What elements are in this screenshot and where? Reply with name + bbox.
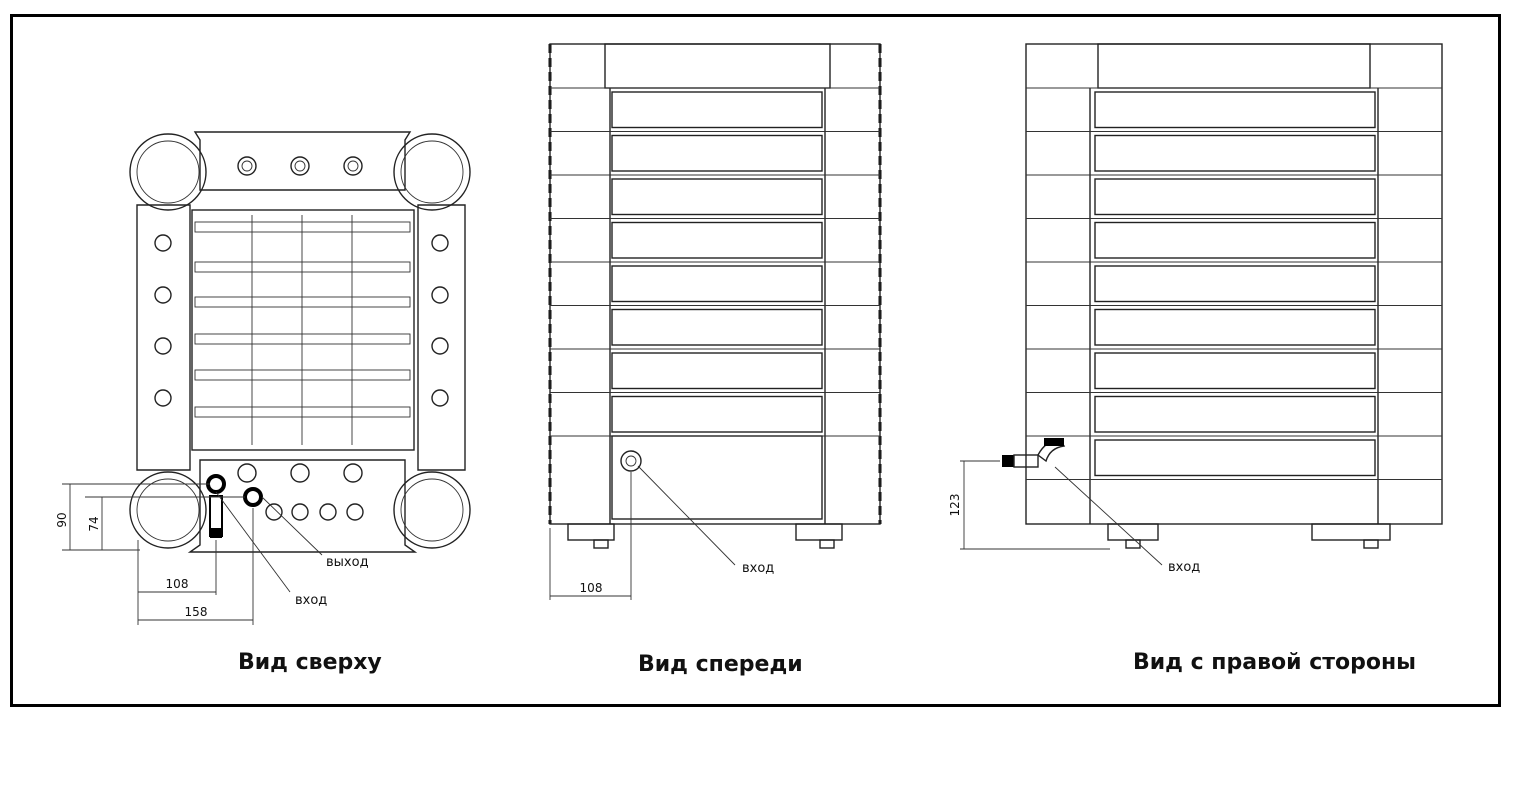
slat-panel <box>611 91 823 129</box>
caption-front-view: Вид спереди <box>638 652 803 677</box>
front-inlet-leader <box>637 465 736 566</box>
slat-panel <box>611 178 823 216</box>
right-dimensions <box>960 460 1110 550</box>
label-top-inlet: вход <box>295 593 327 608</box>
front-view: 108 вход <box>548 43 882 600</box>
front-bottom-panel <box>611 435 823 520</box>
label-front-inlet: вход <box>742 561 774 576</box>
right-side-view: 123 вход <box>948 43 1443 575</box>
front-right-foot <box>795 523 843 541</box>
top-view: 90 74 108 158 выход вход <box>55 131 471 625</box>
slat-panel <box>611 134 823 172</box>
inlet-fitting <box>206 474 226 494</box>
top-view-fins <box>194 215 411 445</box>
dim-top-74: 74 <box>87 516 101 531</box>
dim-front-108: 108 <box>580 581 603 595</box>
slat-panel <box>611 352 823 390</box>
dim-right-123: 123 <box>948 494 962 517</box>
dim-top-90: 90 <box>55 512 69 527</box>
dim-top-158: 158 <box>185 605 208 619</box>
front-outline <box>549 43 881 525</box>
slat-panel <box>1094 352 1376 390</box>
right-inlet-cap <box>1002 455 1014 467</box>
caption-right-view: Вид с правой стороны <box>1133 650 1417 675</box>
top-view-inner-box <box>191 209 415 451</box>
slat-panel <box>611 221 823 259</box>
front-left-foot <box>567 523 615 541</box>
top-view-top-header <box>193 131 412 191</box>
front-top-cap <box>604 43 831 89</box>
outlet-fitting <box>243 487 263 507</box>
top-view-left-frame <box>136 204 191 471</box>
top-view-dimensions <box>62 483 254 625</box>
slat-panel <box>1094 439 1376 477</box>
right-top-cap <box>1097 43 1371 89</box>
corner-cylinders <box>129 133 471 549</box>
inlet-cap <box>210 528 222 538</box>
slat-panel <box>1094 178 1376 216</box>
label-right-inlet: вход <box>1168 560 1200 575</box>
caption-top-view: Вид сверху <box>238 650 382 675</box>
slat-panel <box>1094 308 1376 346</box>
front-inlet-fitting <box>620 450 642 472</box>
right-inlet-pipe <box>1013 454 1039 468</box>
right-right-foot <box>1311 523 1391 541</box>
slat-panel <box>1094 134 1376 172</box>
slat-panel <box>1094 265 1376 303</box>
front-slats <box>550 87 880 437</box>
dim-top-108: 108 <box>166 577 189 591</box>
slat-panel <box>611 308 823 346</box>
bolt-holes <box>154 156 449 521</box>
drawing-frame <box>10 14 1501 707</box>
front-dimensions <box>549 472 632 600</box>
slat-panel <box>611 395 823 433</box>
right-slats <box>1026 87 1442 480</box>
right-outline <box>1025 43 1443 525</box>
top-outlet-leader <box>261 496 323 556</box>
right-left-foot <box>1107 523 1159 541</box>
slat-panel <box>1094 91 1376 129</box>
slat-panel <box>1094 221 1376 259</box>
label-outlet: выход <box>326 555 369 570</box>
top-view-bottom-header <box>187 459 418 553</box>
top-view-right-frame <box>417 204 466 471</box>
slat-panel <box>611 265 823 303</box>
right-inlet-leader <box>1054 466 1163 566</box>
slat-panel <box>1094 395 1376 433</box>
